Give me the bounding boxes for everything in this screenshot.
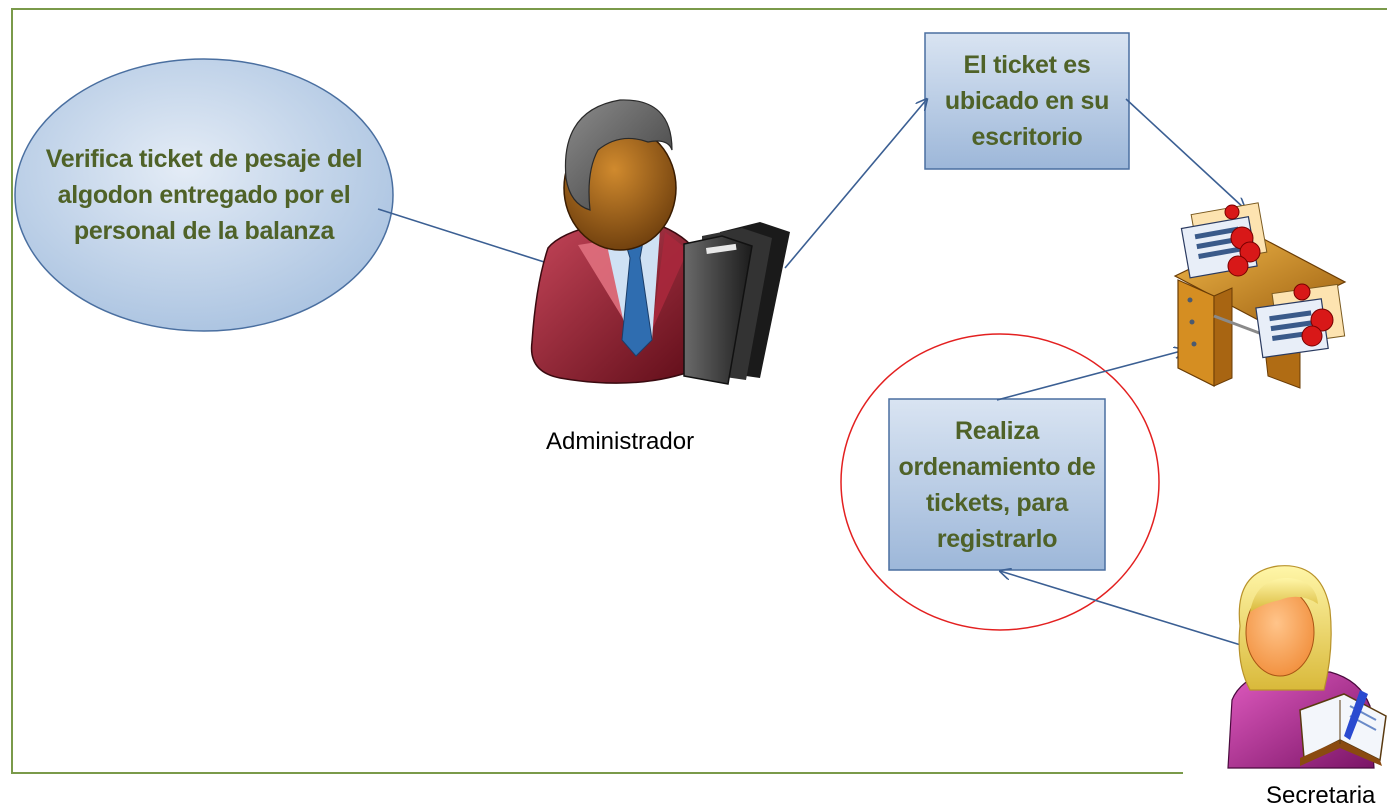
ubicado-label: El ticket es ubicado en su escritorio xyxy=(944,51,1110,151)
verifica-ellipse xyxy=(14,58,394,332)
verifica-label: Verifica ticket de pesaje del algodon en… xyxy=(45,145,363,245)
frame-gap xyxy=(1183,770,1387,778)
arrow-admin-to-ubicado xyxy=(784,99,927,269)
arrow-verifica-to-admin xyxy=(377,208,563,268)
administrador-label: Administrador xyxy=(546,428,695,455)
arrow-secretaria-to-realiza xyxy=(1000,571,1245,647)
realiza-box xyxy=(888,398,1106,571)
administrator-icon xyxy=(530,99,790,385)
diagram-frame xyxy=(11,8,1387,774)
desk-with-documents-icon xyxy=(1173,202,1347,389)
secretaria-label: Secretaria xyxy=(1266,782,1376,809)
arrow-ubicado-to-desk xyxy=(1125,98,1245,209)
realiza-label: Realiza ordenamiento de tickets, para re… xyxy=(898,416,1096,553)
connectors xyxy=(377,98,1245,647)
arrow-realiza-to-desk xyxy=(996,350,1185,401)
highlight-circle xyxy=(840,333,1160,631)
secretary-icon xyxy=(1227,565,1387,769)
ubicado-box xyxy=(924,32,1130,170)
